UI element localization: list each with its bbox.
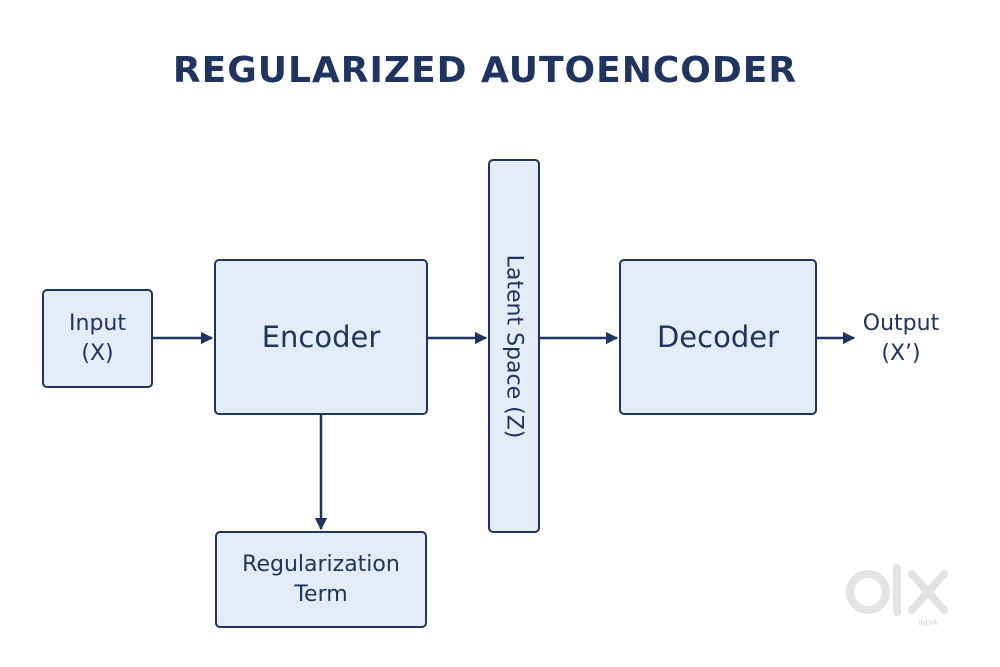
input-node-label: Input (X) bbox=[69, 310, 126, 366]
latent-space-node: Latent Space (Z) bbox=[488, 159, 540, 533]
olx-watermark-subtext: INDIA bbox=[919, 620, 938, 627]
decoder-node-label: Decoder bbox=[656, 320, 780, 354]
encoder-node: Encoder bbox=[214, 259, 428, 415]
regularization-term-node: Regularization Term bbox=[215, 531, 427, 628]
diagram-title: REGULARIZED AUTOENCODER bbox=[172, 50, 798, 91]
regularization-term-label: Regularization Term bbox=[242, 551, 400, 607]
output-label: Output (X’) bbox=[862, 311, 940, 366]
decoder-node: Decoder bbox=[619, 259, 817, 415]
latent-space-label: Latent Space (Z) bbox=[501, 254, 527, 438]
input-node: Input (X) bbox=[42, 289, 153, 388]
olx-watermark-logo: INDIA bbox=[846, 564, 948, 627]
encoder-node-label: Encoder bbox=[261, 320, 381, 354]
